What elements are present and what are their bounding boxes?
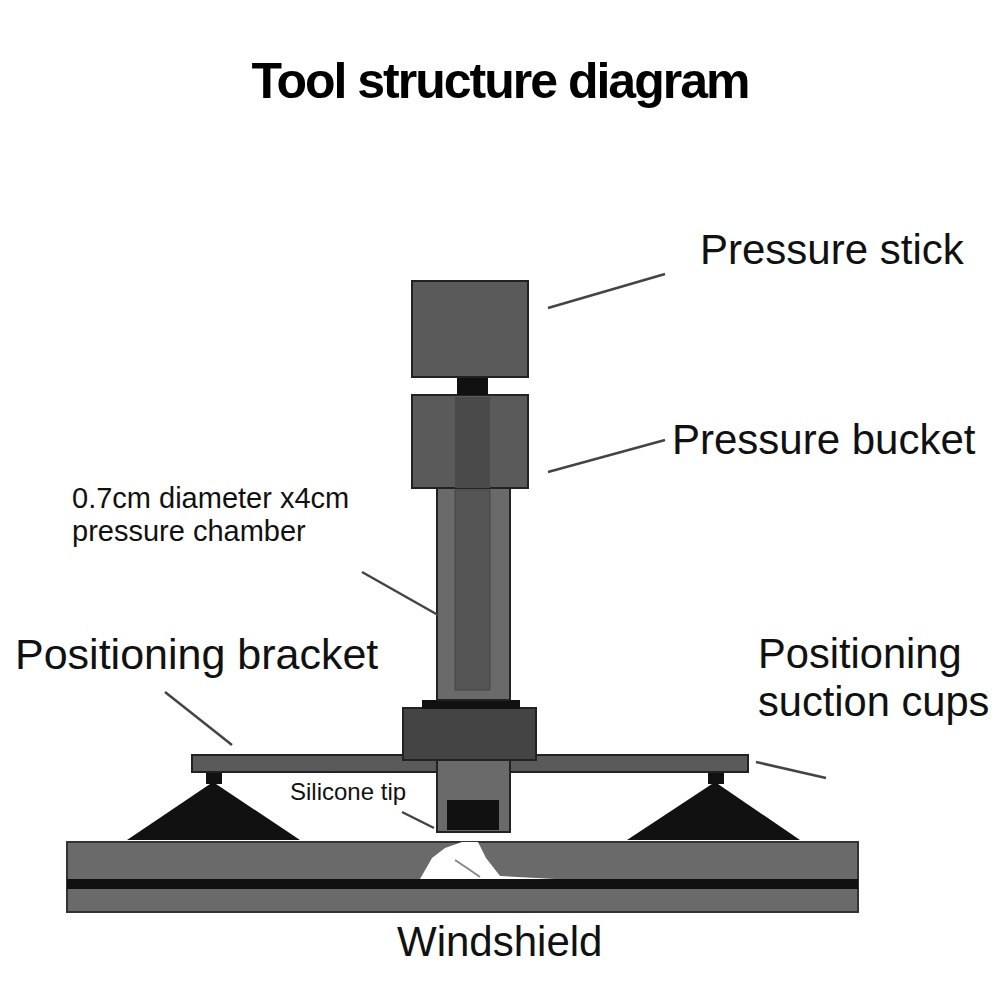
part-label: Positioning bracket <box>15 630 378 679</box>
collar-ring <box>422 700 520 709</box>
part-label: Pressure stick <box>700 226 964 274</box>
stick-neck <box>457 377 488 395</box>
leader-line <box>402 812 434 828</box>
part-label: Silicone tip <box>290 778 406 806</box>
leader-line <box>362 572 438 615</box>
leader-line <box>548 440 665 472</box>
pressure-stick <box>412 281 528 377</box>
part-label: 0.7cm diameter x4cm pressure chamber <box>72 482 402 549</box>
part-label: Windshield <box>397 918 602 966</box>
crack-line <box>455 860 480 877</box>
lower-tube <box>437 760 510 832</box>
windshield-layer <box>67 879 858 889</box>
suction-cup <box>127 782 300 840</box>
diagram-title: Tool structure diagram <box>0 52 1000 110</box>
chamber-bore <box>455 490 490 690</box>
part-label: Pressure bucket <box>672 416 975 464</box>
windshield-crack <box>420 842 555 879</box>
windshield-glass <box>67 842 858 912</box>
silicone-tip <box>447 800 499 830</box>
leader-line <box>756 762 826 778</box>
leader-line <box>165 692 232 745</box>
bucket-bore <box>455 397 490 488</box>
part-label: Positioning suction cups <box>758 630 994 726</box>
suction-cup <box>627 782 800 840</box>
collar-block <box>403 708 536 760</box>
pressure-bucket <box>412 395 528 488</box>
pressure-chamber <box>437 488 510 700</box>
leader-line <box>548 274 665 308</box>
